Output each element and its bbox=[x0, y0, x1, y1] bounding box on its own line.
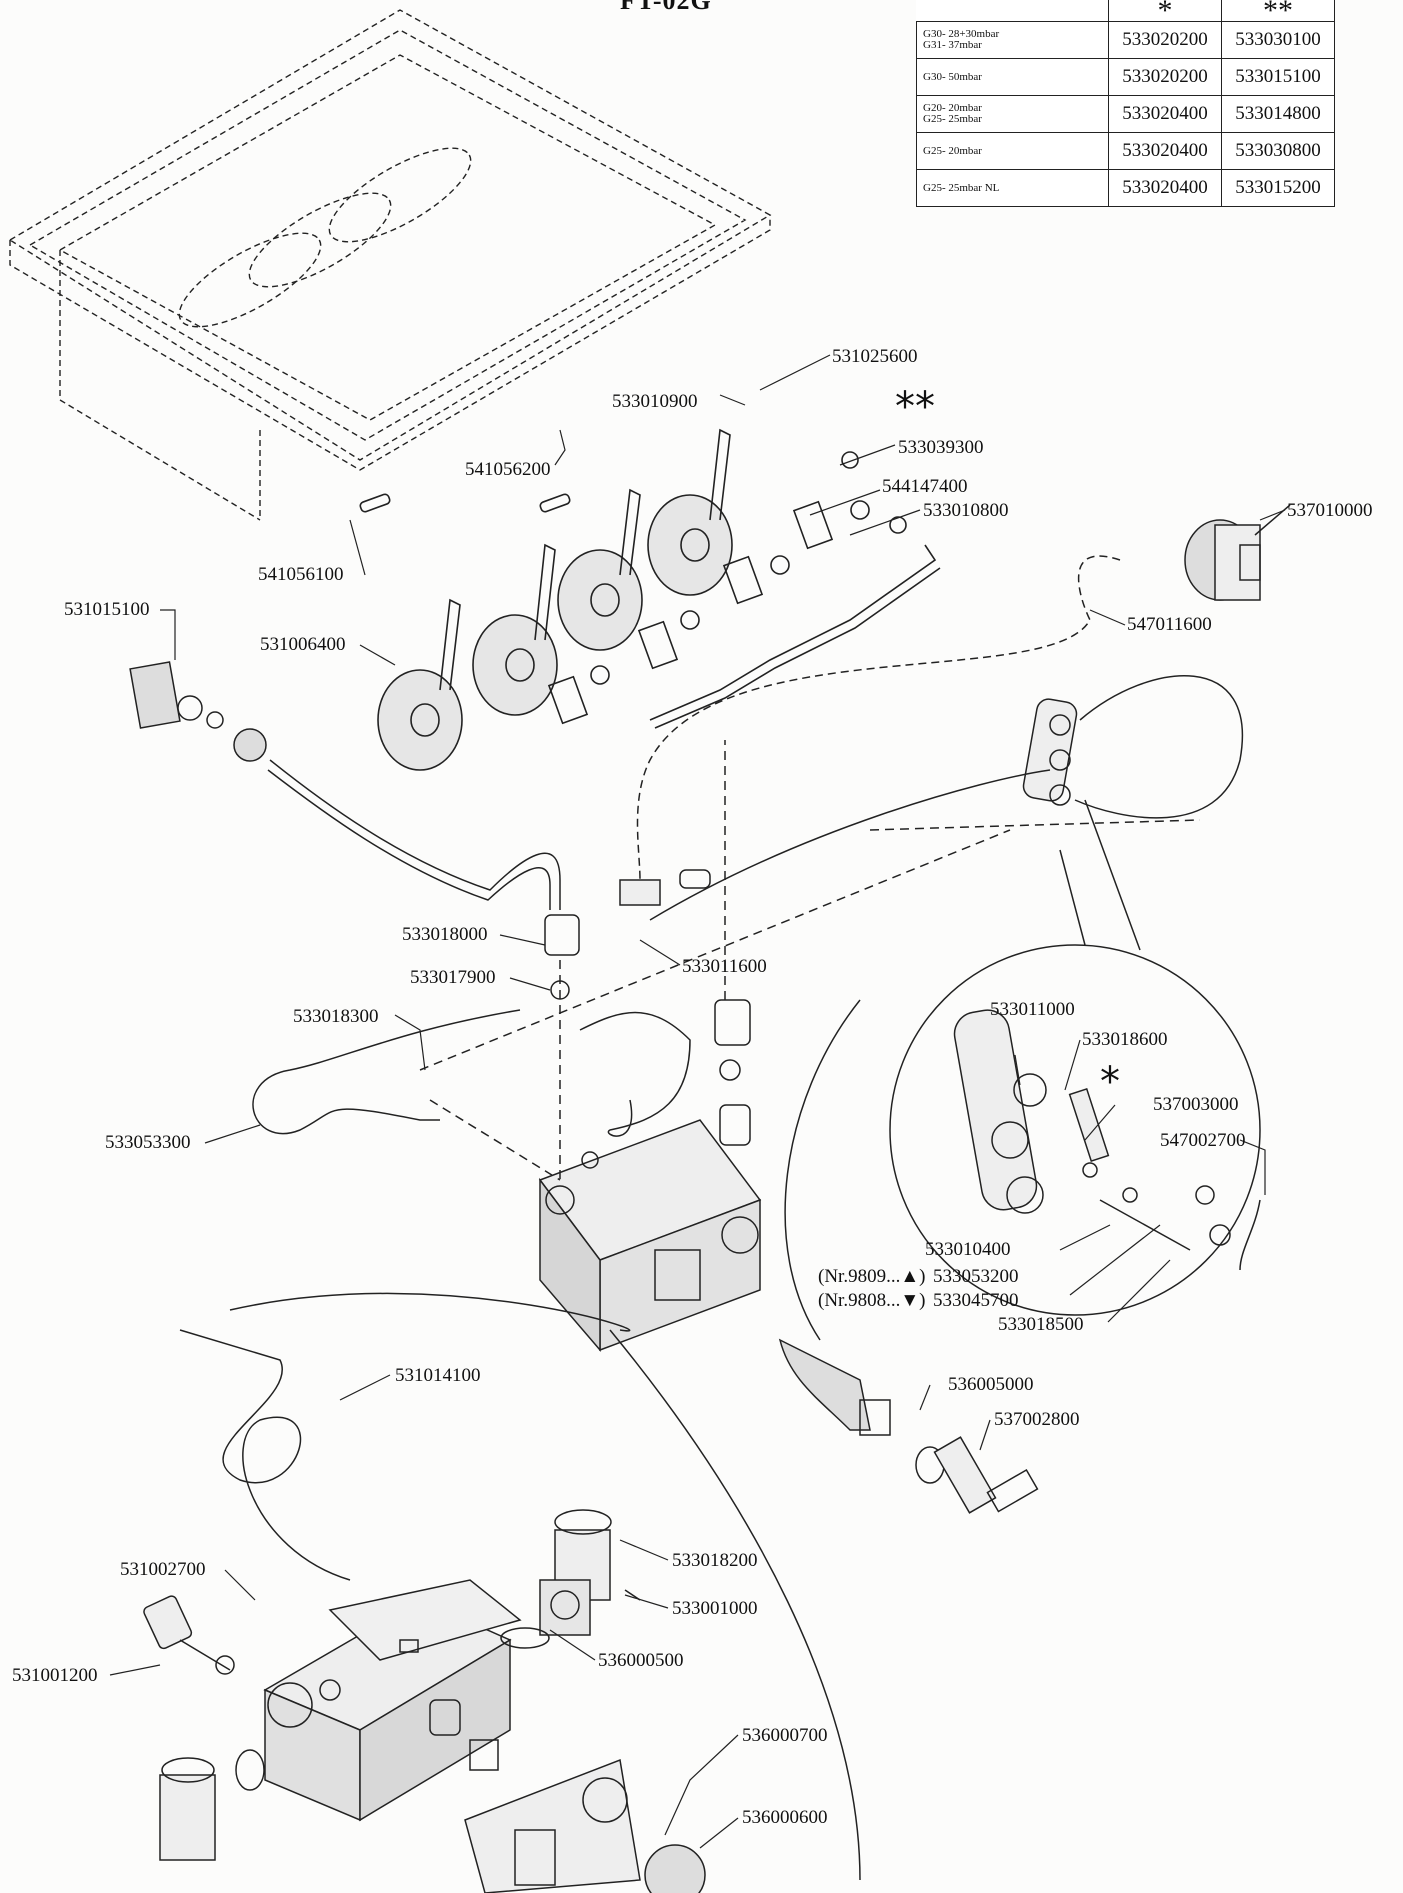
code-cell: 533020400 bbox=[1108, 132, 1222, 170]
thermostat-537010000 bbox=[1184, 504, 1291, 601]
part-label: 536000500 bbox=[598, 1650, 684, 1671]
part-label: 533001000 bbox=[672, 1598, 758, 1619]
part-label: 533010900 bbox=[612, 391, 698, 412]
part-labels: 531025600 533010900 533039300 541056200 … bbox=[12, 346, 1373, 1828]
burner-3 bbox=[557, 549, 643, 651]
table-row: G25- 25mbar NL 533020400 533015200 bbox=[916, 169, 1335, 207]
nr-note: (Nr.9809...▲) bbox=[818, 1266, 925, 1287]
part-label: 533039300 bbox=[898, 437, 984, 458]
part-label: 537003000 bbox=[1153, 1094, 1239, 1115]
knob-assembly-536000700 bbox=[464, 1758, 706, 1893]
part-label: 533017900 bbox=[410, 967, 496, 988]
part-label: 531015100 bbox=[64, 599, 150, 620]
part-label: 533018300 bbox=[293, 1006, 379, 1027]
double-star-marker: ** bbox=[895, 384, 935, 430]
ignitor-536005000 bbox=[778, 1338, 1039, 1514]
code-cell: 533015200 bbox=[1221, 169, 1335, 207]
part-label: 533053300 bbox=[105, 1132, 191, 1153]
ignitor-detail-circle bbox=[889, 944, 1261, 1316]
fryer-tank bbox=[8, 9, 772, 521]
part-label: 541056200 bbox=[465, 459, 551, 480]
code-cell: 533015100 bbox=[1221, 58, 1335, 96]
gas-cell: G20- 20mbar bbox=[923, 102, 982, 114]
code-cell: 533030100 bbox=[1221, 21, 1335, 59]
gas-cell: G25- 20mbar bbox=[923, 144, 982, 157]
burner-2 bbox=[472, 614, 558, 716]
part-label: 536000600 bbox=[742, 1807, 828, 1828]
gas-cell: G30- 50mbar bbox=[923, 70, 982, 83]
part-label: 533011600 bbox=[682, 956, 767, 977]
gas-cell-2: G25- 25mbar bbox=[923, 113, 982, 125]
part-label: 533045700 bbox=[933, 1290, 1019, 1311]
part-label: 533010400 bbox=[925, 1239, 1011, 1260]
code-cell: 533020200 bbox=[1108, 58, 1222, 96]
gas-cell: G30- 28+30mbar bbox=[923, 28, 1000, 40]
part-label: 531001200 bbox=[12, 1665, 98, 1686]
single-star-marker: * bbox=[1100, 1059, 1120, 1105]
gas-valve-main bbox=[538, 914, 762, 1353]
elbow-fitting-533018200 bbox=[500, 1509, 641, 1649]
part-label: 533018600 bbox=[1082, 1029, 1168, 1050]
part-label: 533018200 bbox=[672, 1550, 758, 1571]
part-label: 533018500 bbox=[998, 1314, 1084, 1335]
cable-547011600 bbox=[636, 555, 1121, 881]
inlet-elbow-bottom bbox=[159, 1749, 265, 1861]
gas-cell-2: G31- 37mbar bbox=[923, 39, 982, 51]
part-label: 547011600 bbox=[1127, 614, 1212, 635]
part-label: 536000700 bbox=[742, 1725, 828, 1746]
bottom-gas-valve bbox=[263, 1579, 522, 1822]
part-label: 531025600 bbox=[832, 346, 918, 367]
part-label: 541056100 bbox=[258, 564, 344, 585]
thermocouple-533053300 bbox=[252, 1009, 521, 1135]
part-label: 533053200 bbox=[933, 1266, 1019, 1287]
part-label: 536005000 bbox=[948, 1374, 1034, 1395]
gas-cell: G25- 25mbar NL bbox=[923, 181, 1000, 194]
code-cell: 533020200 bbox=[1108, 21, 1222, 59]
pilot-burner bbox=[1022, 675, 1243, 819]
table-row: G30- 50mbar 533020200 533015100 bbox=[916, 58, 1335, 96]
part-label: 531006400 bbox=[260, 634, 346, 655]
code-cell: 533020400 bbox=[1108, 169, 1222, 207]
leader-lines bbox=[109, 354, 1286, 1849]
burner-4 bbox=[647, 494, 733, 596]
diagram-title: FT-02G bbox=[620, 0, 712, 15]
part-label: 533018000 bbox=[402, 924, 488, 945]
inlet-fitting-531001200 bbox=[143, 1595, 235, 1675]
part-label: 533011000 bbox=[990, 999, 1075, 1020]
nr-note: (Nr.9808...▼) bbox=[818, 1290, 925, 1311]
part-label: 537002800 bbox=[994, 1409, 1080, 1430]
thermostat-bulb-531014100 bbox=[179, 1329, 351, 1581]
gas-inlet-531015100 bbox=[129, 661, 561, 910]
part-label: 533010800 bbox=[923, 500, 1009, 521]
burner-1 bbox=[377, 669, 463, 771]
code-cell: 533020400 bbox=[1108, 95, 1222, 133]
part-label: 531014100 bbox=[395, 1365, 481, 1386]
part-label: 531002700 bbox=[120, 1559, 206, 1580]
part-label: 544147400 bbox=[882, 476, 968, 497]
part-label: 537010000 bbox=[1287, 500, 1373, 521]
part-label: 547002700 bbox=[1160, 1130, 1246, 1151]
burner-assembly bbox=[359, 428, 941, 771]
